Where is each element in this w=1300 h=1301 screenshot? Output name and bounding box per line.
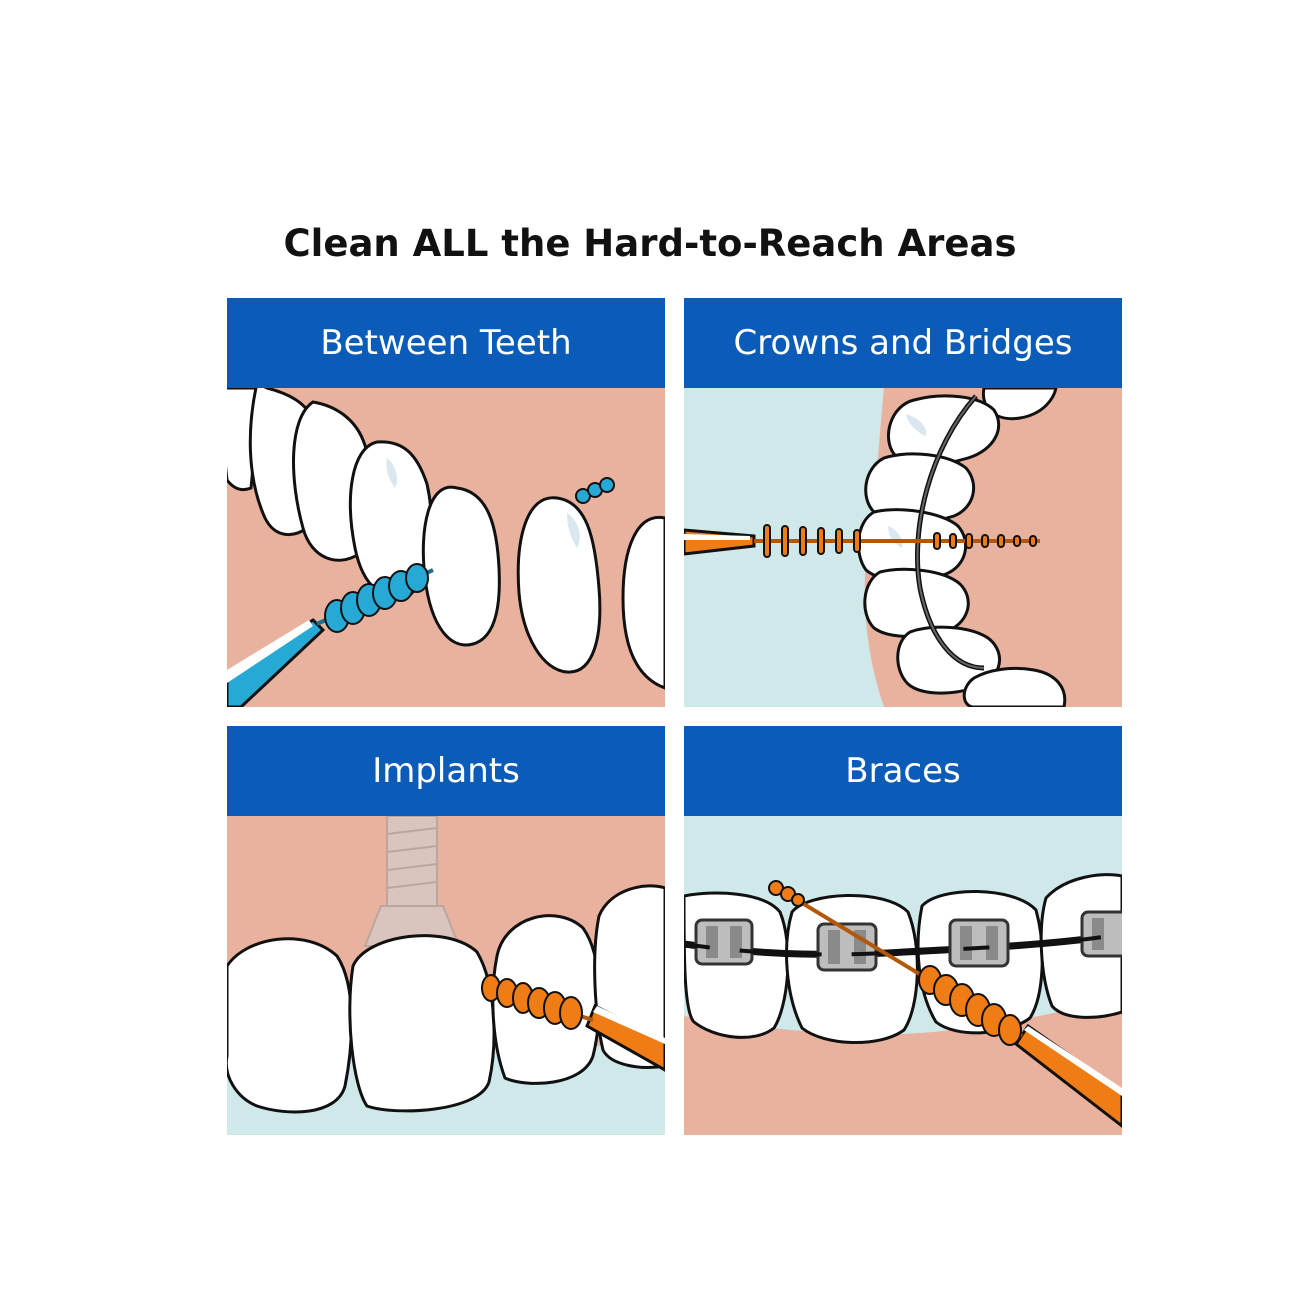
panel-between-teeth: Between Teeth (227, 298, 665, 707)
bridge-wire-highlight (916, 395, 985, 669)
tooth (227, 937, 353, 1114)
tooth (421, 485, 501, 647)
illustration-crowns-and-bridges (684, 388, 1122, 707)
panel-braces: Braces (684, 726, 1122, 1135)
illustration-implants (227, 816, 665, 1135)
brush-handle-highlight (684, 534, 750, 540)
brush-handle-highlight (593, 1006, 665, 1044)
tooth (516, 496, 602, 674)
panel-header-braces: Braces (684, 726, 1122, 816)
tooth (864, 452, 976, 524)
teeth-row (227, 884, 665, 1114)
brush-bristles (918, 965, 1022, 1046)
teeth-row (227, 388, 665, 690)
illustration-braces (684, 816, 1122, 1135)
tooth (621, 515, 665, 690)
panel-header-crowns-and-bridges: Crowns and Bridges (684, 298, 1122, 388)
tooth (856, 508, 968, 582)
bracket (948, 918, 1010, 968)
panel-header-implants: Implants (227, 726, 665, 816)
brush-handle (585, 1003, 665, 1072)
illustration-between-teeth (227, 388, 665, 707)
blue-interdental-brush (227, 477, 615, 707)
brush-tip (768, 880, 805, 907)
orange-interdental-brush (684, 524, 1040, 558)
brush-bristles (763, 524, 1037, 558)
panel-crowns-and-bridges: Crowns and Bridges (684, 298, 1122, 707)
brush-tip (575, 477, 615, 504)
panel-header-between-teeth: Between Teeth (227, 298, 665, 388)
panel-implants: Implants (227, 726, 665, 1135)
tooth (348, 934, 496, 1113)
brush-bristles (324, 563, 429, 633)
teeth-column (856, 388, 1067, 707)
orange-interdental-brush (481, 974, 665, 1072)
page-title: Clean ALL the Hard-to-Reach Areas (283, 222, 1017, 265)
bracket (694, 918, 754, 966)
brush-handle (1013, 1023, 1122, 1128)
tooth (962, 666, 1067, 707)
brush-bristles (481, 974, 583, 1030)
orange-interdental-brush (768, 880, 1122, 1128)
brush-handle-highlight (1024, 1026, 1122, 1096)
archwire-front (684, 932, 1122, 957)
brush-handle-highlight (227, 620, 313, 683)
tooth-shine (386, 458, 580, 548)
